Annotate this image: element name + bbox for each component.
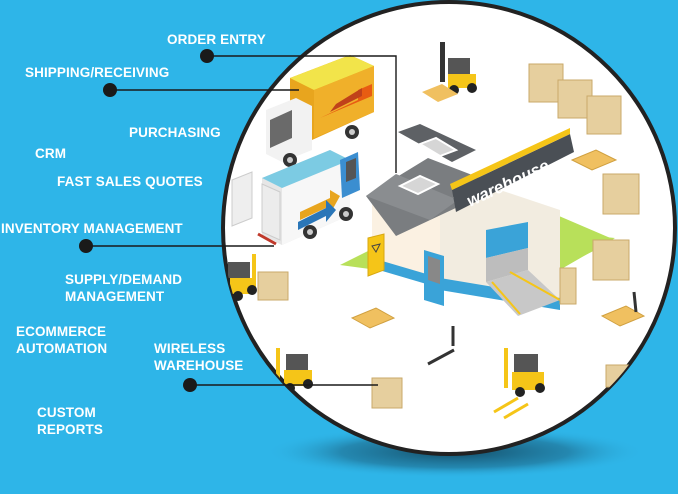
label-custom-reports-line1: CUSTOM (37, 405, 96, 420)
pallets (350, 149, 646, 329)
warehouse-building: warehouse (366, 124, 574, 316)
label-order-entry: ORDER ENTRY (167, 31, 266, 48)
loading-ramp (486, 270, 560, 316)
label-fast-sales-quotes: FAST SALES QUOTES (57, 173, 203, 190)
forklift-bottom (493, 348, 545, 420)
label-supply-demand-line1: SUPPLY/DEMAND (65, 272, 183, 287)
dot-wireless-warehouse (183, 378, 197, 392)
dot-shipping-receiving (103, 83, 117, 97)
label-custom-reports: CUSTOM REPORTS (37, 404, 103, 438)
blue-truck (231, 150, 360, 246)
label-ecommerce-automation-line2: AUTOMATION (16, 341, 108, 356)
label-inventory-management-text: INVENTORY MANAGEMENT (1, 221, 183, 236)
label-shipping-receiving: SHIPPING/RECEIVING (25, 64, 169, 81)
label-custom-reports-line2: REPORTS (37, 422, 103, 437)
label-inventory-management: INVENTORY MANAGEMENT (1, 220, 183, 237)
label-supply-demand-line2: MANAGEMENT (65, 289, 165, 304)
label-purchasing-text: PURCHASING (129, 125, 221, 140)
warehouse-sign (452, 134, 574, 212)
leader-lines (86, 55, 397, 386)
forklift-top (422, 42, 477, 102)
label-ecommerce-automation-line1: ECOMMERCE (16, 324, 107, 339)
label-wireless-warehouse: WIRELESS WAREHOUSE (154, 340, 243, 374)
label-crm-text: CRM (35, 146, 67, 161)
label-shipping-receiving-text: SHIPPING/RECEIVING (25, 65, 170, 80)
garage-door (486, 222, 528, 258)
label-wireless-warehouse-line1: WIRELESS (154, 341, 226, 356)
dot-order-entry (200, 49, 214, 63)
label-ecommerce-automation: ECOMMERCE AUTOMATION (16, 323, 107, 357)
electrical-box (367, 233, 385, 277)
leader-dots (79, 49, 214, 392)
label-wireless-warehouse-line2: WAREHOUSE (154, 358, 244, 373)
label-order-entry-text: ORDER ENTRY (167, 32, 266, 47)
label-supply-demand: SUPPLY/DEMAND MANAGEMENT (65, 271, 182, 305)
label-crm: CRM (35, 145, 66, 162)
leader-order-entry (207, 55, 397, 173)
yellow-truck (266, 55, 374, 167)
pallet-jacks (427, 291, 638, 366)
dot-inventory-management (79, 239, 93, 253)
label-purchasing: PURCHASING (129, 124, 221, 141)
label-fast-sales-quotes-text: FAST SALES QUOTES (57, 174, 203, 189)
forklift-left (228, 254, 289, 301)
